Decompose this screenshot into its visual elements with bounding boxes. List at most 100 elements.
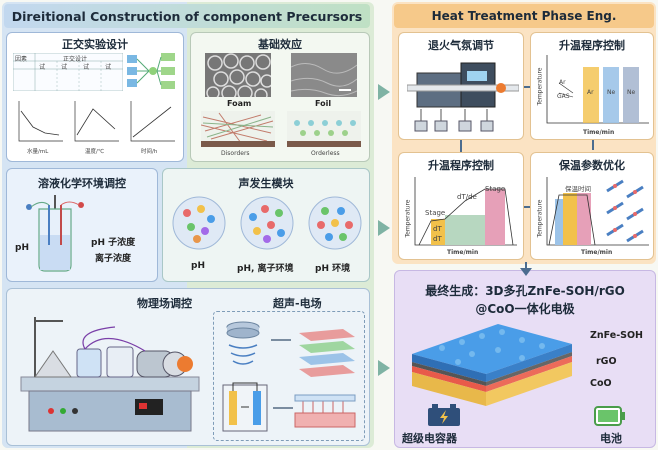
layer-coo-label: CoO: [590, 378, 612, 389]
bar-label-ar: Ar: [587, 89, 594, 96]
arrow-heating1-down: [592, 140, 594, 150]
arrow-to-layers-top: [271, 339, 291, 341]
sphere-3-icon: [308, 196, 362, 250]
table-cell: 试: [39, 64, 46, 71]
insulation-plot: [546, 177, 649, 246]
table-header: 正交设计: [63, 56, 88, 63]
plot-label-2: 温度/℃: [85, 149, 105, 155]
insulation-title: 保温参数优化: [559, 159, 625, 172]
orderless-illustration: [287, 111, 361, 147]
bar-label-ne-2: Ne: [627, 89, 636, 96]
table-cell: 试: [105, 64, 112, 71]
physics-card: 物理场调控 超声-电场: [6, 288, 370, 446]
stage-label-2: Stage: [485, 185, 506, 193]
bar-label-ne-1: Ne: [607, 89, 616, 96]
battery-icon: [594, 406, 625, 426]
foam-label: Foam: [227, 99, 252, 108]
arrow-down-to-final: [520, 268, 532, 276]
solution-title: 溶液化学环境调控: [38, 177, 126, 190]
annealing-card: 退火气氛调节: [398, 32, 524, 140]
supercapacitor-icon: [428, 404, 460, 426]
arrow-to-layers-bottom: [273, 407, 293, 409]
annealing-title: 退火气氛调节: [428, 39, 494, 52]
arrow-right-middle: [378, 220, 390, 236]
electric-field-cell-icon: [222, 382, 268, 432]
final-title-line1: 最终生成：3D多孔ZnFe-SOH/rGO: [425, 284, 625, 298]
arrow-right-bottom: [378, 360, 390, 376]
insulation-xlabel: Time/min: [581, 249, 613, 256]
heating1-plot: [546, 55, 649, 124]
layer-znfe-soh-label: ZnFe-SOH: [590, 330, 644, 341]
orthogonal-title: 正交实验设计: [62, 38, 128, 51]
ultrasound-layers-icon: [299, 329, 355, 377]
ultrasound-emitter-icon: [226, 321, 260, 365]
physics-title: 物理场调控: [137, 297, 192, 310]
electrode-layer-stack-illustration: [412, 324, 572, 406]
mini-plot-2: [74, 101, 119, 142]
dtde-label: dT/de: [457, 193, 477, 201]
dt-label-1: dT: [433, 225, 442, 233]
arrow-heating2-to-anneal: [460, 140, 462, 152]
sound-title: 声发生模块: [238, 177, 294, 190]
sphere-3-label: pH 环境: [315, 264, 351, 274]
orthogonal-card: 正交实验设计 因素 正交设计 试 试 试 试 水量/mL 温度/℃ 时间: [6, 32, 184, 162]
sphere-2-icon: [240, 196, 294, 250]
basic-effect-card: 基础效应 Foam Foil Disorders Orderless: [190, 32, 370, 162]
gas-label-gas: GAS: [557, 93, 570, 100]
heating2-title: 升温程序控制: [428, 159, 494, 172]
heating1-xlabel: Time/min: [583, 129, 615, 136]
solution-card: 溶液化学环境调控 pH pH 子浓度 离子浓度: [6, 168, 158, 282]
foil-sem-image: [291, 53, 357, 97]
supercapacitor-label: 超级电容器: [402, 432, 457, 445]
heating2-plot: [414, 177, 517, 246]
heating-card-1: 升温程序控制 Temperature Time/min Ar GAS Ar Ne…: [530, 32, 654, 140]
lab-equipment-illustration: [20, 317, 200, 432]
sound-module-card: 声发生模块 pH pH, 离子环境 pH 环境: [162, 168, 370, 282]
stage-label-1: Stage: [425, 209, 446, 217]
plot-label-3: 时间/h: [141, 149, 158, 155]
insulation-card: 保温参数优化 Temperature Time/min 保温时间: [530, 152, 654, 260]
heating2-ylabel: Temperature: [404, 199, 412, 238]
sphere-1-label: pH: [191, 261, 205, 271]
arrow-down-shaft: [525, 262, 527, 270]
orthogonal-table: [13, 53, 123, 91]
battery-label: 电池: [600, 432, 622, 445]
layer-rgo-label: rGO: [596, 356, 617, 367]
foam-sem-image: [205, 53, 271, 97]
sphere-1-icon: [172, 196, 226, 250]
arrow-anneal-to-heating: [524, 86, 530, 88]
heating1-ylabel: Temperature: [536, 67, 544, 106]
insulation-ylabel: Temperature: [536, 199, 544, 238]
beaker-icon: [26, 195, 84, 272]
ion-conc-label: pH 子浓度: [91, 238, 136, 248]
electric-field-layers-icon: [294, 394, 356, 428]
dt-label-2: dT: [433, 235, 442, 243]
physics-dashed-box: [213, 311, 365, 441]
heating2-xlabel: Time/min: [447, 249, 479, 256]
sphere-2-label: pH, 离子环境: [237, 264, 294, 274]
disorders-label: Disorders: [221, 150, 250, 157]
foil-label: Foil: [315, 99, 332, 108]
orderless-label: Orderless: [311, 150, 340, 157]
arrow-right-top: [378, 84, 390, 100]
plot-label-1: 水量/mL: [27, 149, 49, 155]
left-header: Direitional Construction of component Pr…: [4, 4, 370, 28]
mini-plot-3: [130, 101, 175, 142]
ion-conc-label-2: 离子浓度: [95, 254, 132, 264]
tube-furnace-icon: [407, 62, 519, 132]
gas-label-ar: Ar: [559, 79, 566, 86]
disorders-illustration: [201, 111, 275, 147]
hold-time-label: 保温时间: [565, 185, 591, 193]
table-cell: 试: [83, 64, 90, 71]
ph-label: pH: [15, 243, 29, 253]
right-header: Heat Treatment Phase Eng.: [394, 4, 654, 28]
heating1-title: 升温程序控制: [559, 39, 625, 52]
physics-subtitle: 超声-电场: [273, 297, 322, 310]
mini-plot-1: [18, 101, 63, 142]
flowchart-icon: [127, 53, 175, 89]
table-col-factor: 因素: [15, 56, 28, 63]
heating-card-2: 升温程序控制 Temperature Time/min Stage Stage …: [398, 152, 524, 260]
final-title-line2: @CoO一体化电极: [475, 302, 575, 316]
arrow-insulation-to-heating2: [524, 206, 532, 208]
basic-effect-title: 基础效应: [258, 38, 302, 51]
